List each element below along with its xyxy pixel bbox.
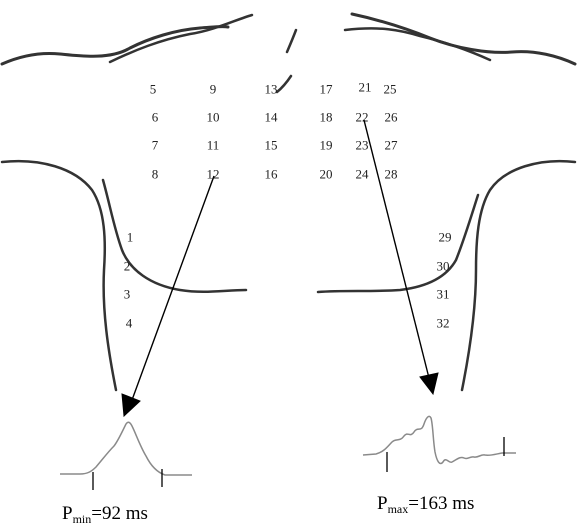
lead-label-10: 10 <box>207 110 220 125</box>
lead-label-21: 21 <box>359 80 372 95</box>
right-armpit-line <box>460 159 577 392</box>
lead-label-11: 11 <box>207 138 220 153</box>
left-chest-line <box>101 178 248 294</box>
waveform-min <box>60 421 192 476</box>
lead-electrodes: 1234567891011121314151617181920212223242… <box>124 80 452 331</box>
lead-label-27: 27 <box>385 138 399 153</box>
sternum-mark-upper <box>285 28 298 54</box>
lead-label-17: 17 <box>320 82 334 97</box>
lead-label-20: 20 <box>320 167 333 182</box>
pointer-arrows <box>121 119 439 418</box>
left-shoulder-line <box>0 25 230 66</box>
waveform-max <box>362 415 516 465</box>
lead-label-30: 30 <box>437 259 450 274</box>
lead-label-8: 8 <box>152 167 159 182</box>
lead-label-29: 29 <box>439 230 452 245</box>
lead-label-13: 13 <box>265 82 278 97</box>
lead-label-24: 24 <box>356 167 370 182</box>
torso-outline <box>0 12 577 392</box>
lead-label-1: 1 <box>127 230 134 245</box>
lead-label-12: 12 <box>207 167 220 182</box>
arrow-min-line <box>131 175 215 401</box>
waveforms <box>60 415 516 490</box>
sternum-mark-lower <box>275 74 293 94</box>
lead-label-3: 3 <box>124 287 131 302</box>
lead-label-14: 14 <box>265 110 279 125</box>
lead-label-9: 9 <box>210 82 217 97</box>
caption-pmax: Pmax=163 ms <box>377 493 474 516</box>
lead-label-5: 5 <box>150 82 157 97</box>
lead-label-28: 28 <box>385 167 398 182</box>
lead-label-32: 32 <box>437 316 450 331</box>
right-clavicle-line <box>343 27 492 62</box>
lead-label-4: 4 <box>126 316 133 331</box>
lead-label-26: 26 <box>385 110 399 125</box>
arrow-max-head <box>419 372 439 396</box>
left-armpit-line <box>0 159 118 392</box>
lead-label-19: 19 <box>320 138 333 153</box>
right-shoulder-line <box>350 12 577 66</box>
lead-label-2: 2 <box>124 259 131 274</box>
caption-pmin: Pmin=92 ms <box>62 503 148 525</box>
left-clavicle-line <box>108 13 254 64</box>
arrow-max-line <box>363 119 430 379</box>
lead-label-31: 31 <box>437 287 450 302</box>
lead-label-18: 18 <box>320 110 333 125</box>
arrow-min-head <box>121 393 141 418</box>
right-chest-line <box>316 193 480 294</box>
lead-label-7: 7 <box>152 138 159 153</box>
lead-label-25: 25 <box>384 82 397 97</box>
lead-label-6: 6 <box>152 110 159 125</box>
lead-label-23: 23 <box>356 138 369 153</box>
lead-label-22: 22 <box>356 110 369 125</box>
lead-label-15: 15 <box>265 138 278 153</box>
lead-label-16: 16 <box>265 167 279 182</box>
